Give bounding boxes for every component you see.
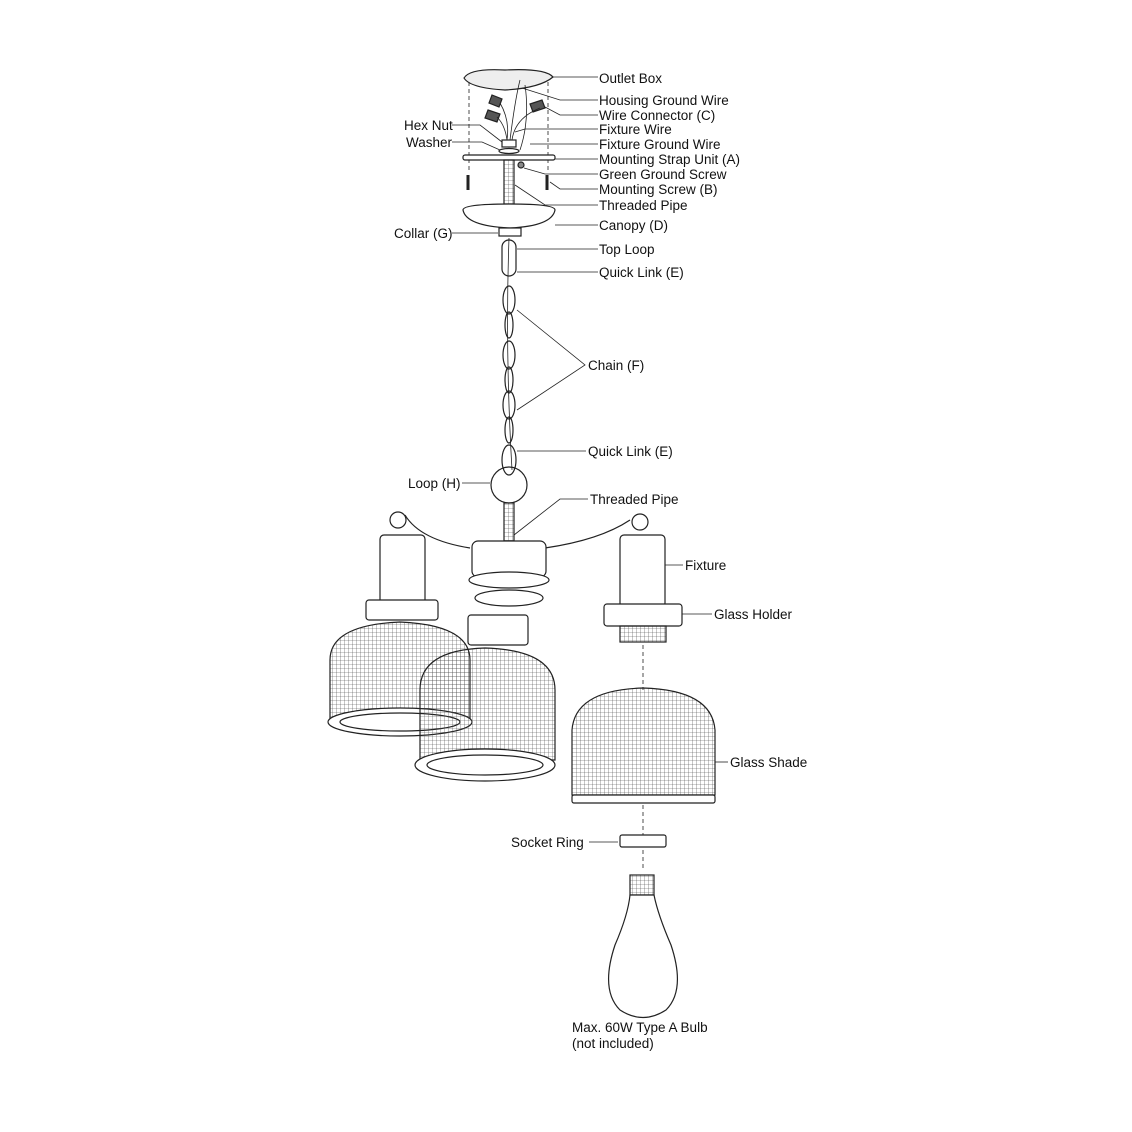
label-collar: Collar (G) — [394, 226, 453, 241]
label-bulb-line1: Max. 60W Type A Bulb — [572, 1020, 708, 1035]
leader-lines — [452, 76, 728, 843]
collar — [498, 227, 522, 237]
label-washer: Washer — [406, 135, 453, 150]
label-outlet-box: Outlet Box — [599, 71, 663, 86]
label-fixture: Fixture — [685, 558, 727, 573]
center-lamp — [414, 614, 556, 782]
label-wire-connector: Wire Connector (C) — [599, 108, 716, 123]
threaded-pipe-top — [503, 159, 515, 205]
label-top-loop: Top Loop — [599, 242, 655, 257]
label-quick-link-bottom: Quick Link (E) — [588, 444, 673, 459]
label-fixture-wire: Fixture Wire — [599, 122, 672, 137]
label-canopy: Canopy (D) — [599, 218, 669, 233]
glass-shade — [571, 687, 716, 796]
hex-nut — [501, 139, 517, 148]
green-ground-screw — [517, 161, 525, 169]
label-socket-ring: Socket Ring — [511, 835, 584, 850]
glass-holder — [603, 603, 683, 627]
wire-connectors — [484, 94, 546, 123]
label-quick-link-top: Quick Link (E) — [599, 265, 684, 280]
mounting-screws — [466, 175, 549, 190]
mounting-strap — [462, 154, 556, 161]
label-glass-holder: Glass Holder — [714, 607, 793, 622]
canopy — [462, 203, 556, 229]
fixture-body — [404, 514, 631, 607]
label-chain: Chain (F) — [588, 358, 645, 373]
label-loop: Loop (H) — [408, 476, 461, 491]
label-mounting-screw: Mounting Screw (B) — [599, 182, 718, 197]
outlet-box — [463, 69, 554, 91]
threaded-pipe-bottom — [503, 502, 515, 542]
socket-ring — [619, 834, 667, 848]
bulb — [607, 894, 679, 1019]
label-threaded-pipe-top: Threaded Pipe — [599, 198, 688, 213]
loop-h — [490, 466, 528, 504]
label-threaded-pipe-bottom: Threaded Pipe — [590, 492, 679, 507]
label-fixture-ground-wire: Fixture Ground Wire — [599, 137, 721, 152]
washer — [498, 147, 520, 155]
bulb-base — [629, 874, 655, 896]
right-lamp — [571, 513, 716, 1019]
label-mounting-strap: Mounting Strap Unit (A) — [599, 152, 741, 167]
label-bulb-line2: (not included) — [572, 1036, 654, 1051]
chain — [501, 285, 517, 476]
label-hex-nut: Hex Nut — [404, 118, 453, 133]
label-glass-shade: Glass Shade — [730, 755, 808, 770]
label-housing-ground-wire: Housing Ground Wire — [599, 93, 729, 108]
label-green-ground-screw: Green Ground Screw — [599, 167, 727, 182]
